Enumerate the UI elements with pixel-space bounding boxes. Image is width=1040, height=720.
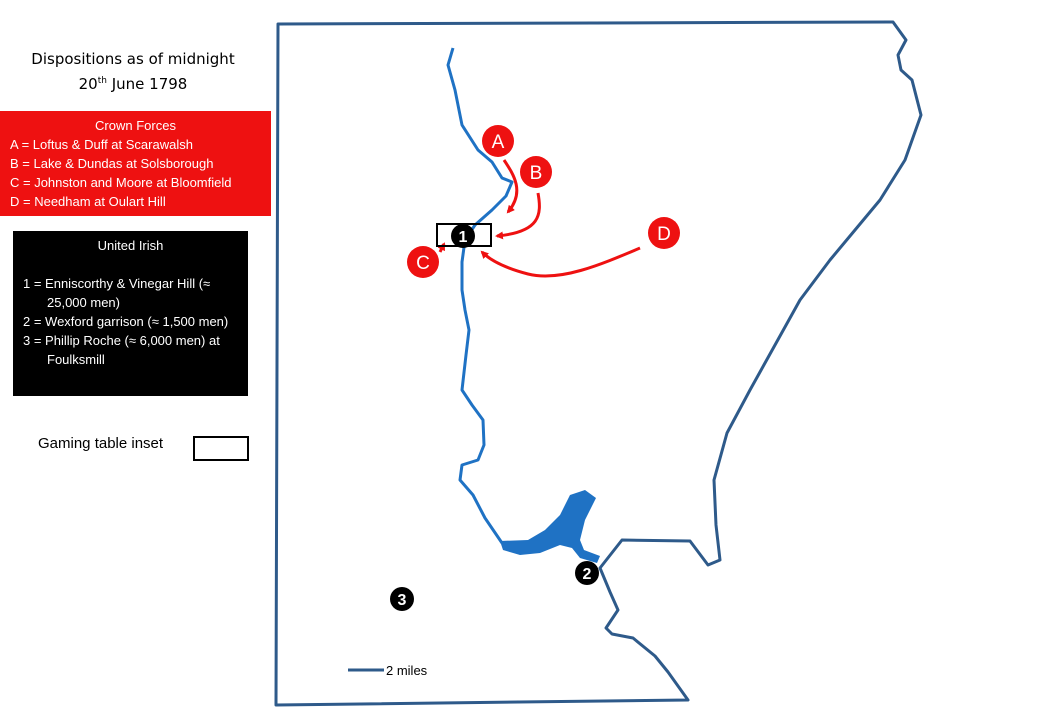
arrow-d <box>480 246 641 278</box>
svg-text:2: 2 <box>583 566 592 583</box>
estuary <box>500 490 600 563</box>
scale-label: 2 miles <box>386 663 428 678</box>
svg-text:B: B <box>530 163 543 184</box>
marker-b: B <box>520 156 552 188</box>
irish-item-2: 2 = Wexford garrison (≈ 1,500 men) <box>23 314 229 329</box>
marker-d: D <box>648 217 680 249</box>
svg-text:3: 3 <box>398 592 407 609</box>
marker-1: 1 <box>451 224 475 248</box>
marker-a: A <box>482 125 514 157</box>
svg-text:D: D <box>657 224 671 245</box>
river <box>446 47 514 544</box>
marker-2: 2 <box>575 561 599 585</box>
united-irish-legend: United Irish 1 = Enniscorthy & Vinegar H… <box>13 231 248 396</box>
arrow-a <box>502 159 519 214</box>
arrow-b <box>495 192 541 240</box>
svg-text:1: 1 <box>459 229 468 246</box>
marker-3: 3 <box>390 587 414 611</box>
crown-item-a: A = Loftus & Duff at Scarawalsh <box>10 137 193 152</box>
svg-text:C: C <box>416 253 430 274</box>
marker-c: C <box>407 246 439 278</box>
irish-item-1: 1 = Enniscorthy & Vinegar Hill (≈ 25,000… <box>23 276 211 310</box>
svg-text:A: A <box>492 132 505 153</box>
crown-item-d: D = Needham at Oulart Hill <box>10 194 166 209</box>
irish-item-3: 3 = Phillip Roche (≈ 6,000 men) at Foulk… <box>23 333 220 367</box>
inset-legend-label: Gaming table inset <box>38 435 164 452</box>
crown-item-c: C = Johnston and Moore at Bloomfield <box>10 175 232 190</box>
county-border <box>274 20 923 707</box>
united-irish-header: United Irish <box>97 238 164 253</box>
title-line-2: 20th June 1798 <box>78 75 188 93</box>
crown-forces-header: Crown Forces <box>95 118 176 133</box>
map-title: Dispositions as of midnight 20th June 17… <box>18 48 248 95</box>
title-line-1: Dispositions as of midnight <box>31 50 235 68</box>
crown-item-b: B = Lake & Dundas at Solsborough <box>10 156 214 171</box>
crown-forces-legend: Crown Forces A = Loftus & Duff at Scaraw… <box>0 111 271 216</box>
inset-legend-box <box>193 436 249 461</box>
